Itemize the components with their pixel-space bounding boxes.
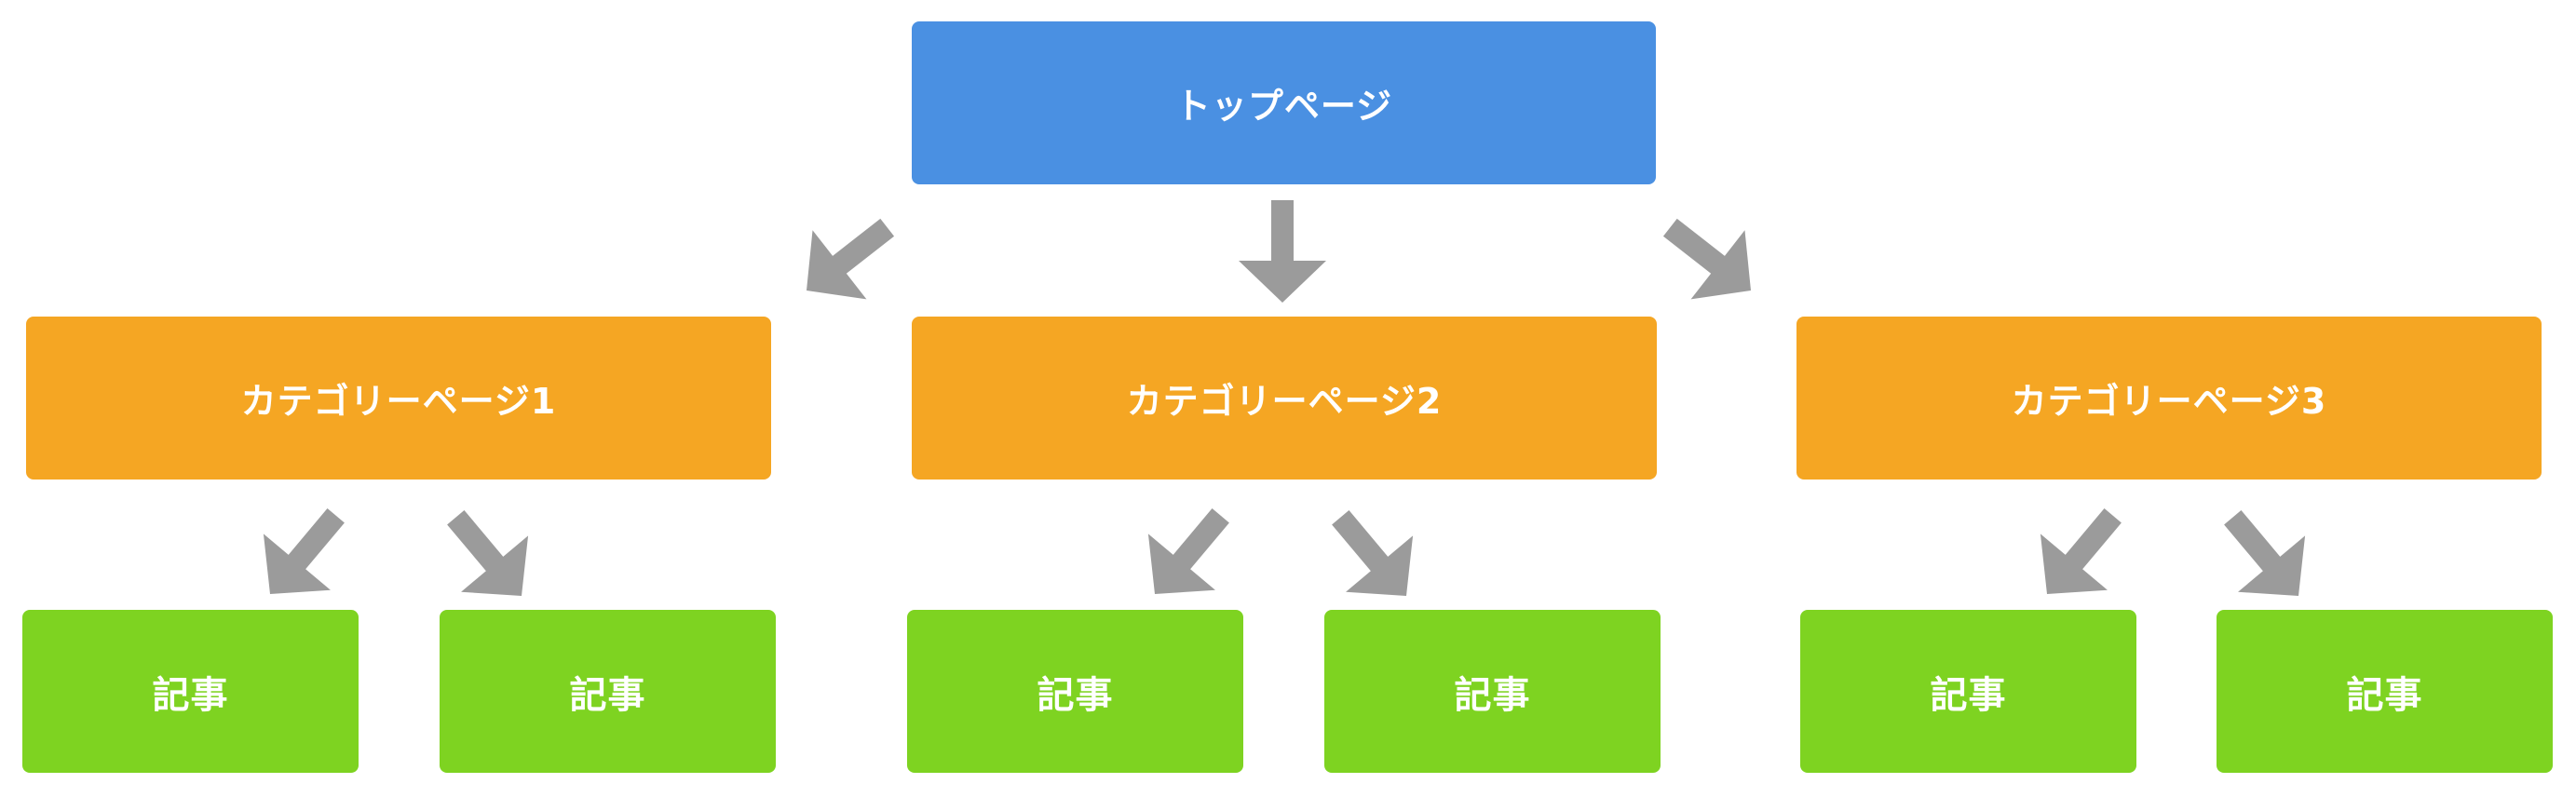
article-label: 記事: [1037, 673, 1114, 717]
arrow-top-to-category-3: [1643, 193, 1778, 326]
arrow-top-to-category-1: [780, 193, 915, 326]
article-label: 記事: [152, 673, 229, 717]
arrow-category-1-to-article-1: [236, 487, 370, 623]
category-page-2-label: カテゴリーページ2: [1126, 381, 1443, 422]
arrow-top-to-category-2: [1239, 200, 1326, 303]
arrow-category-3-to-article-2: [2199, 489, 2333, 625]
arrow-category-2-to-article-2: [1307, 489, 1441, 625]
top-page-label: トップページ: [1174, 86, 1393, 127]
article-node-3-2: 記事: [2217, 610, 2553, 773]
category-page-2-node: カテゴリーページ2: [912, 317, 1657, 480]
category-page-1-node: カテゴリーページ1: [26, 317, 771, 480]
category-page-1-label: カテゴリーページ1: [240, 381, 557, 422]
top-page-node: トップページ: [912, 21, 1656, 184]
article-node-2-2: 記事: [1324, 610, 1661, 773]
arrow-category-1-to-article-2: [422, 489, 556, 625]
arrow-category-3-to-article-1: [2013, 487, 2147, 623]
category-page-3-node: カテゴリーページ3: [1796, 317, 2542, 480]
article-label: 記事: [569, 673, 646, 717]
arrow-category-2-to-article-1: [1120, 487, 1254, 623]
article-label: 記事: [1454, 673, 1531, 717]
category-page-3-label: カテゴリーページ3: [2011, 381, 2327, 422]
article-node-1-1: 記事: [22, 610, 359, 773]
article-label: 記事: [1930, 673, 2007, 717]
article-node-2-1: 記事: [907, 610, 1243, 773]
article-node-3-1: 記事: [1800, 610, 2136, 773]
article-node-1-2: 記事: [440, 610, 776, 773]
article-label: 記事: [2346, 673, 2423, 717]
